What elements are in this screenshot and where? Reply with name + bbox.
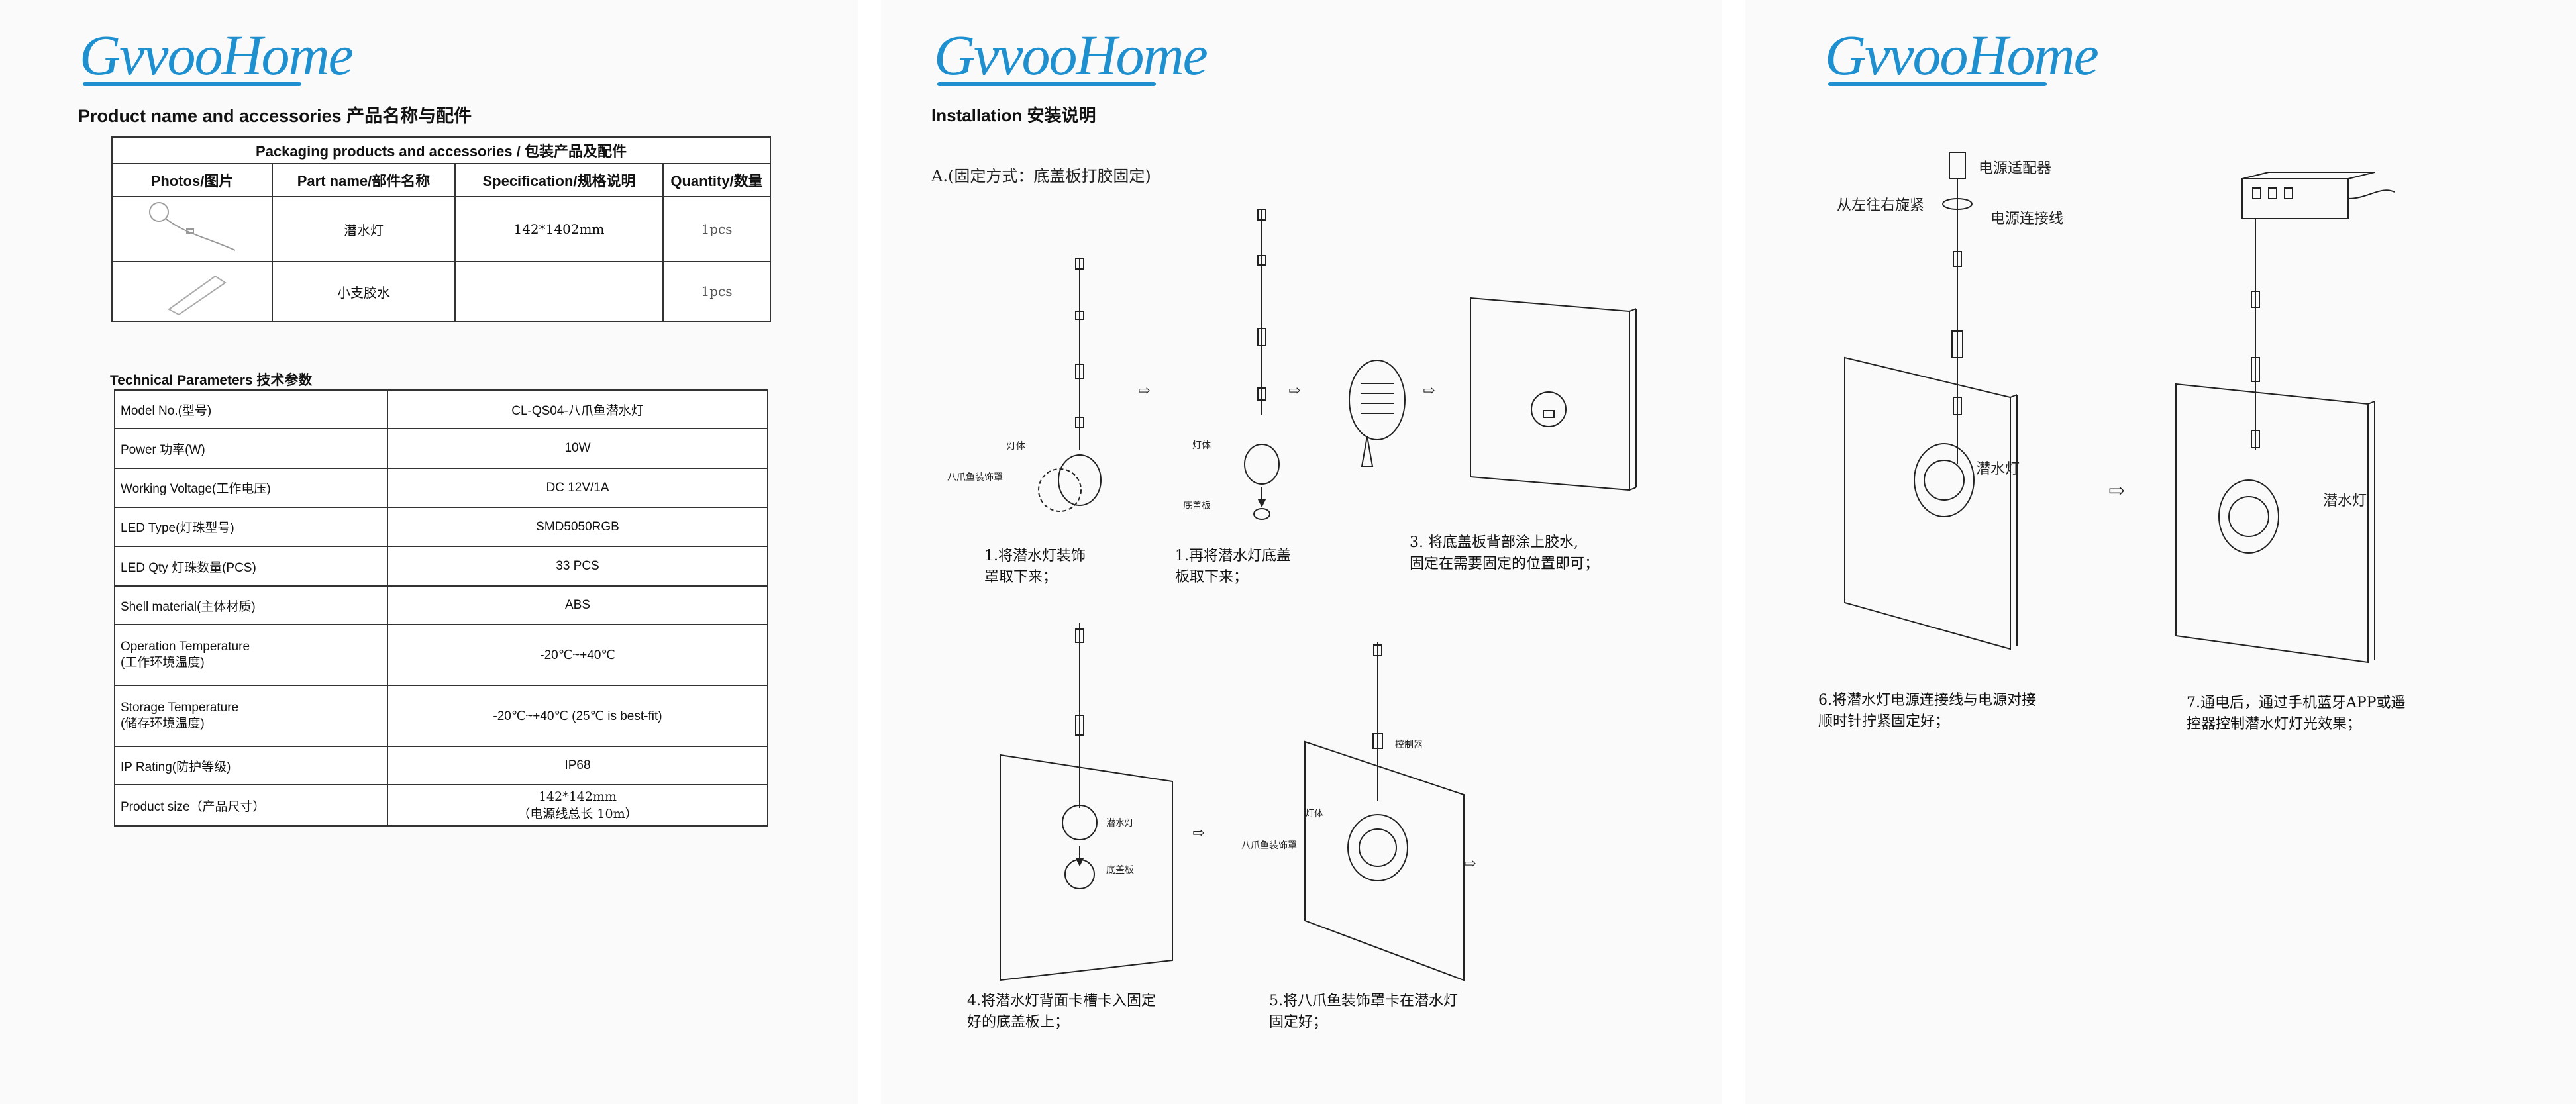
controller-label: 控制器	[1395, 740, 1423, 750]
step2-illustration	[1244, 209, 1280, 520]
param-label: Model No.(型号)	[114, 389, 388, 429]
arrow-1: ⇨	[1138, 383, 1151, 399]
param-label: Product size（产品尺寸）	[114, 784, 388, 827]
param-value: IP68	[387, 746, 768, 785]
brand-logo: GvvooHome	[934, 23, 1208, 87]
param-value: DC 12V/1A	[387, 468, 768, 508]
param-label: Working Voltage(工作电压)	[114, 468, 388, 508]
param-label: Shell material(主体材质)	[114, 585, 388, 625]
arrow-6: ⇨	[2108, 479, 2126, 503]
col-header-photos: Photos/图片	[111, 163, 273, 197]
table-row: Product size（产品尺寸）142*142mm （电源线总长 10m）	[114, 784, 768, 827]
logo-underline	[937, 82, 1156, 86]
tech-params-heading: Technical Parameters 技术参数	[110, 373, 313, 388]
col-header-spec: Specification/规格说明	[454, 163, 664, 197]
arrow-2: ⇨	[1288, 383, 1301, 399]
lamp-label: 灯体	[1305, 809, 1323, 819]
step3-caption: 3. 将底盖板背部涂上胶水, 固定在需要固定的位置即可；	[1410, 534, 1600, 572]
page-installation: GvvooHome Installation 安装说明 A.(固定方式：底盖板打…	[881, 0, 1722, 1104]
rotate-label: 从左往右旋紧	[1837, 197, 1925, 214]
table-row: Working Voltage(工作电压)DC 12V/1A	[114, 468, 768, 508]
submersible-light-label: 潜水灯	[1106, 818, 1134, 828]
param-value: SMD5050RGB	[387, 507, 768, 547]
packaging-table-title: Packaging products and accessories / 包装产…	[111, 136, 771, 164]
glue-photo	[168, 275, 227, 316]
logo-underline	[1828, 82, 2047, 86]
step3-wall-illustration	[1470, 297, 1637, 491]
spec	[454, 261, 664, 322]
step5-caption: 5.将八爪鱼装饰罩卡在潜水灯 固定好；	[1269, 993, 1458, 1030]
octopus-cover-label: 八爪鱼装饰罩	[1241, 840, 1297, 851]
part-name: 小支胶水	[272, 261, 456, 322]
param-label: LED Qty 灯珠数量(PCS)	[114, 546, 388, 587]
param-value: ABS	[387, 585, 768, 625]
step2-caption: 1.再将潜水灯底盖 板取下来；	[1175, 548, 1291, 585]
arrow-3: ⇨	[1423, 383, 1435, 399]
part-name: 潜水灯	[272, 196, 456, 262]
step1-caption: 1.将潜水灯装饰 罩取下来；	[984, 548, 1086, 585]
installation-subheading: A.(固定方式：底盖板打胶固定)	[931, 167, 1151, 185]
qty: 1pcs	[662, 261, 771, 322]
step7-illustration	[2175, 172, 2395, 664]
arrow-4: ⇨	[1192, 825, 1205, 842]
lamp-label: 灯体	[1192, 440, 1211, 451]
page-power-connection: GvvooHome 电源适配器 从左往右旋紧 电源连接线 潜水灯 6.将潜水灯电…	[1745, 0, 2576, 1104]
table-row: 潜水灯 142*1402mm 1pcs	[111, 196, 771, 262]
param-label: Storage Temperature (储存环境温度)	[114, 685, 388, 747]
step5-illustration	[1304, 642, 1465, 981]
lamp-label: 灯体	[1007, 441, 1025, 452]
tech-params-table: Model No.(型号)CL-QS04-八爪鱼潜水灯 Power 功率(W)1…	[114, 389, 768, 827]
photo-cell	[111, 196, 273, 262]
param-label: LED Type(灯珠型号)	[114, 507, 388, 547]
step7-caption: 7.通电后，通过手机蓝牙APP或遥 控器控制潜水灯灯光效果；	[2187, 695, 2406, 732]
table-row: Operation Temperature (工作环境温度)-20℃~+40℃	[114, 624, 768, 686]
table-row: IP Rating(防护等级)IP68	[114, 746, 768, 785]
installation-heading: Installation 安装说明	[931, 105, 1096, 125]
base-plate-illustration	[1349, 360, 1406, 467]
brand-logo: GvvooHome	[1825, 23, 2099, 87]
step1-illustration	[1038, 258, 1102, 512]
cable-label: 电源连接线	[1990, 211, 2064, 227]
param-label: IP Rating(防护等级)	[114, 746, 388, 785]
arrow-5: ⇨	[1464, 856, 1476, 872]
col-header-part: Part name/部件名称	[272, 163, 456, 197]
base-plate-label: 底盖板	[1183, 501, 1211, 511]
step6-caption: 6.将潜水灯电源连接线与电源对接 顺时针拧紧固定好；	[1818, 692, 2036, 730]
table-row: LED Qty 灯珠数量(PCS)33 PCS	[114, 546, 768, 587]
qty: 1pcs	[662, 196, 771, 262]
step4-caption: 4.将潜水灯背面卡槽卡入固定 好的底盖板上；	[967, 993, 1156, 1030]
param-value: CL-QS04-八爪鱼潜水灯	[387, 389, 768, 429]
submersible-light-label: 潜水灯	[1976, 461, 2020, 477]
brand-logo: GvvooHome	[79, 23, 354, 87]
param-value: -20℃~+40℃	[387, 624, 768, 686]
photo-cell	[111, 261, 273, 322]
param-value: 33 PCS	[387, 546, 768, 587]
col-header-qty: Quantity/数量	[662, 163, 771, 197]
page-product-accessories: GvvooHome Product name and accessories 产…	[0, 0, 858, 1104]
submersible-light-label: 潜水灯	[2323, 493, 2367, 509]
adapter-label: 电源适配器	[1979, 160, 2052, 177]
table-row: Shell material(主体材质)ABS	[114, 585, 768, 625]
step6-illustration	[1844, 152, 2018, 650]
base-plate-label: 底盖板	[1106, 865, 1134, 876]
table-row: Power 功率(W)10W	[114, 428, 768, 469]
param-value: 142*142mm （电源线总长 10m）	[387, 784, 768, 827]
step4-illustration	[1000, 623, 1173, 981]
param-label: Operation Temperature (工作环境温度)	[114, 624, 388, 686]
table-row: LED Type(灯珠型号)SMD5050RGB	[114, 507, 768, 547]
logo-underline	[83, 82, 301, 86]
table-row: Model No.(型号)CL-QS04-八爪鱼潜水灯	[114, 389, 768, 429]
param-value: -20℃~+40℃ (25℃ is best-fit)	[387, 685, 768, 747]
product-accessories-heading: Product name and accessories 产品名称与配件	[78, 106, 472, 126]
table-row: 小支胶水 1pcs	[111, 261, 771, 322]
param-label: Power 功率(W)	[114, 428, 388, 469]
param-value: 10W	[387, 428, 768, 469]
octopus-cover-label: 八爪鱼装饰罩	[947, 472, 1003, 483]
packaging-table: Packaging products and accessories / 包装产…	[111, 136, 771, 322]
table-row: Storage Temperature (储存环境温度)-20℃~+40℃ (2…	[114, 685, 768, 747]
lamp-photo	[149, 202, 236, 251]
spec: 142*1402mm	[454, 196, 664, 262]
